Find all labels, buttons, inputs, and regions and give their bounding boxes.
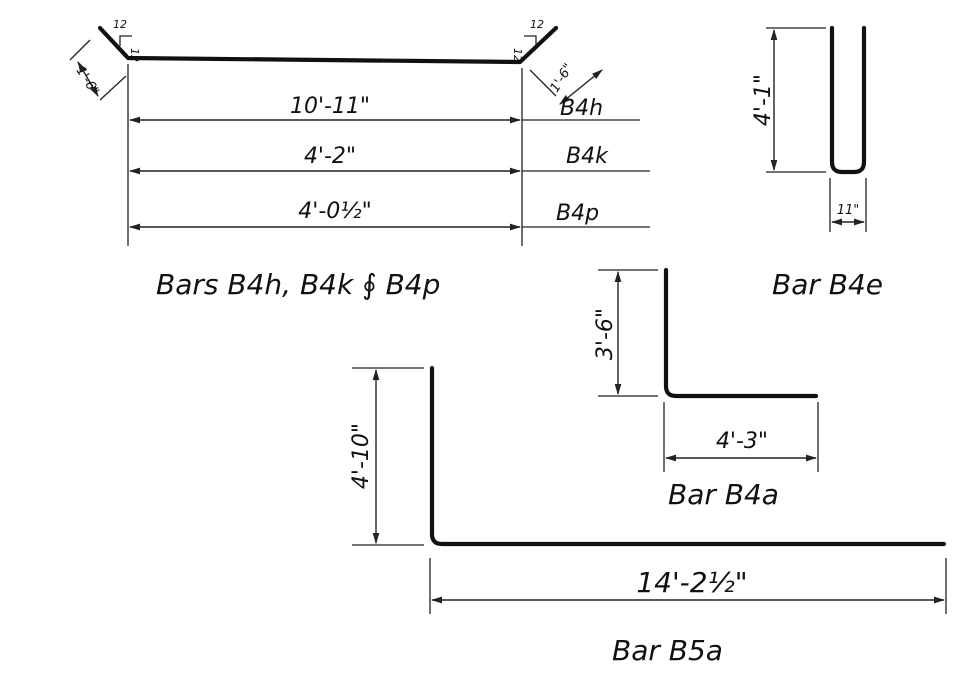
mark-b4k: B4k [566,144,609,169]
dim-text-bg [620,566,770,596]
dim-row-b4p: 4'-0½" B4p [128,196,650,231]
leg-left-dim-line [77,61,99,97]
slope-run-right: 12 [530,18,544,31]
leg-right-ext [529,69,557,97]
dim-row-b4k: 4'-2" B4k [128,144,650,175]
group-b4e: 4'-1" 11" Bar B4e [751,25,883,301]
slope-triangle-right [524,35,537,46]
leg-right-dim-line [559,69,603,105]
group-b4h-b4k-b4p: 12 12 12 12 1'-6" 1'-6" 10'-11" B4h 4 [69,18,650,301]
dim-text-bg [270,92,400,116]
bar-b4a-shape [663,267,819,399]
slope-triangle-left [119,35,132,46]
b4a-height: 3'-6" [593,308,618,360]
title-b5a: Bar B5a [612,634,723,667]
slope-rise-left: 12 [128,48,141,62]
b5a-height: 4'-10" [349,423,374,489]
dim-length-b4k: 4'-2" [304,144,356,169]
bar-b5a-shape [429,365,947,547]
leg-left-length: 1'-6" [73,64,102,98]
bar-b4e-shape [829,25,867,175]
title-b4a: Bar B4a [668,478,779,511]
group-b5a: 4'-10" 14'-2½" Bar B5a [349,365,947,667]
dim-length-b4p: 4'-0½" [298,199,371,224]
dim-row-b4h: 10'-11" B4h [128,92,640,124]
title-b4h-group: Bars B4h, B4k ∮ B4p [156,268,440,301]
leg-right-length: 1'-6" [547,61,576,95]
slope-rise-right: 12 [511,48,524,62]
mark-b4p: B4p [556,201,599,226]
b4e-height: 4'-1" [751,74,776,126]
b5a-length: 14'-2½" [636,566,747,599]
group-b4a: 3'-6" 4'-3" Bar B4a [593,267,819,511]
b4e-width: 11" [837,203,860,218]
mark-b4h: B4h [560,96,603,121]
dim-text-bg [280,196,390,222]
bar-b4h-shape [97,25,559,65]
title-b4e: Bar B4e [772,268,883,301]
leg-left-ext-2 [99,75,127,101]
b4a-length: 4'-3" [716,429,768,454]
dim-length-b4h: 10'-11" [290,94,370,119]
leg-left-ext [69,39,91,61]
slope-run-left: 12 [113,18,127,31]
